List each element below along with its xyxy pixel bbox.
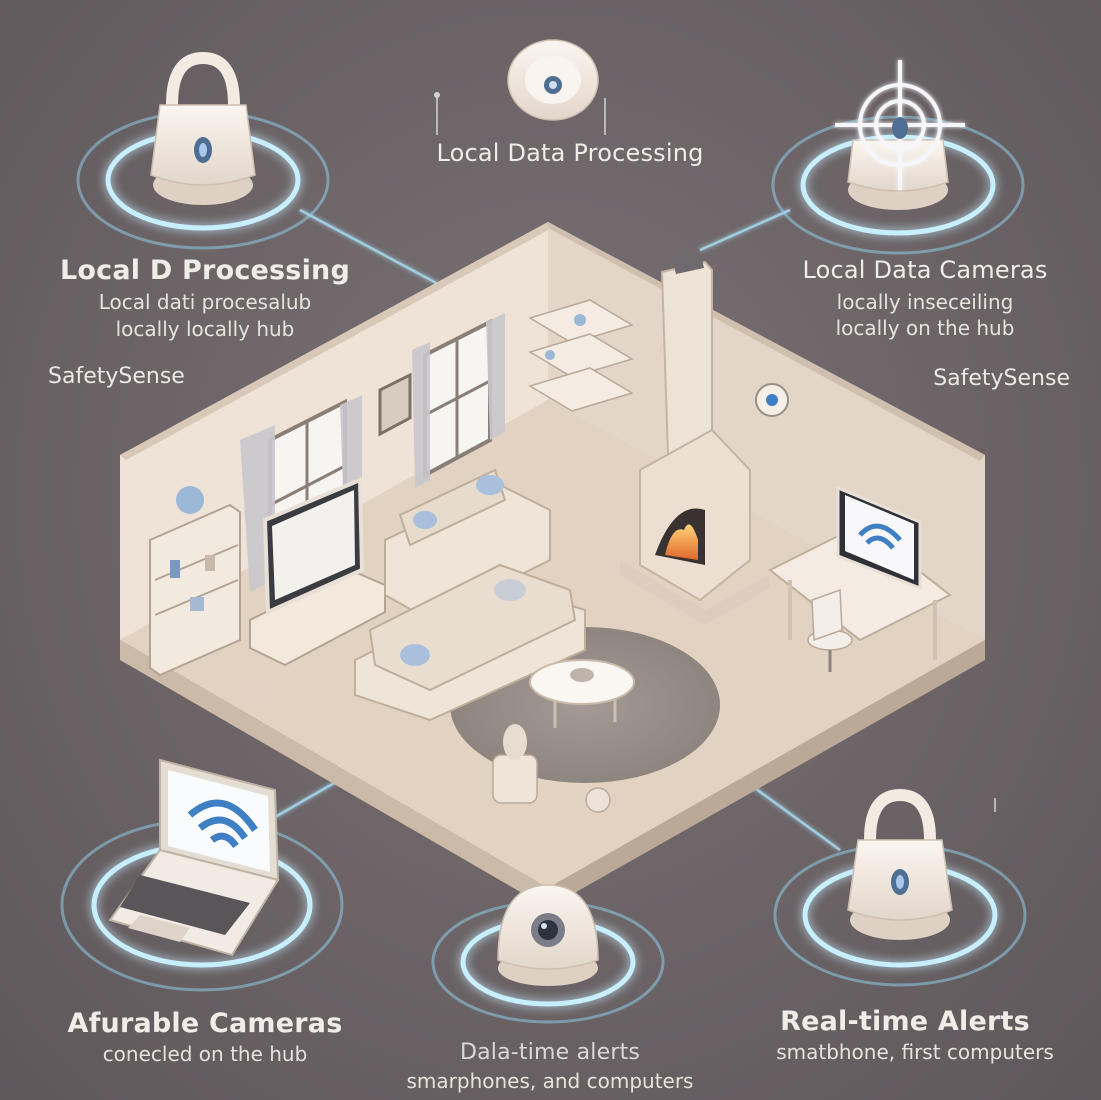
label-bottom-left-title: Afurable Cameras [67,1008,343,1039]
link-top-right [699,208,791,252]
label-top-right-title: Local Data Cameras [802,256,1048,284]
bookshelf [149,503,241,677]
sensor-icon [544,76,562,94]
desk-area [768,485,952,672]
device-motion-sensor[interactable] [771,60,1025,255]
label-bottom-right-line1: smatbhone, first computers [776,1040,1054,1064]
device-smart-lock-2[interactable] [773,788,1027,987]
camera-icon [531,913,565,947]
padlock-icon [891,869,909,895]
link-top-left [299,208,441,287]
label-top-left-brand: SafetySense [48,364,185,389]
back-sofa [384,468,551,622]
floor-edge-left [120,640,548,908]
shelf-item [574,314,586,326]
device-smart-lock[interactable] [76,51,330,250]
label-bottom-right-title: Real-time Alerts [780,1006,1030,1037]
shelf-decor [176,486,204,514]
padlock-icon [194,137,212,163]
label-top-right-brand: SafetySense [933,366,1070,391]
label-top-center-title: Local Data Processing [436,139,704,167]
front-sofa [354,563,586,722]
fireplace [620,252,770,625]
floor-ball [585,787,611,813]
label-bottom-center-title: Dala-time alerts [459,1040,641,1065]
right-wall-top [548,222,985,461]
device-laptop[interactable] [60,758,344,992]
device-smoke-detector[interactable] [434,39,606,135]
label-top-right-line1: locally inseceiling [836,290,1014,314]
label-top-left-line1: Local dati procesalub [98,290,312,314]
wall-picture [378,372,412,437]
floor-lamp [243,680,267,700]
device-dome-camera[interactable] [431,884,665,1024]
left-wall-top [120,222,552,460]
label-top-left-title: Local D Processing [60,255,350,286]
laptop-wifi-icon [187,799,258,849]
floor-edge-right [548,640,985,908]
label-top-left-line2: locally locally hub [115,317,295,341]
isometric-room [120,222,985,908]
coffee-table [529,659,635,728]
tv-stand [249,477,386,667]
floor-vase [492,724,538,804]
label-bottom-center-line1: smarphones, and computers [406,1069,694,1093]
label-top-right-line2: locally on the hub [835,316,1015,340]
shelf-item-2 [545,350,555,360]
label-bottom-left-line1: conecled on the hub [102,1042,308,1066]
window-2 [412,313,505,488]
